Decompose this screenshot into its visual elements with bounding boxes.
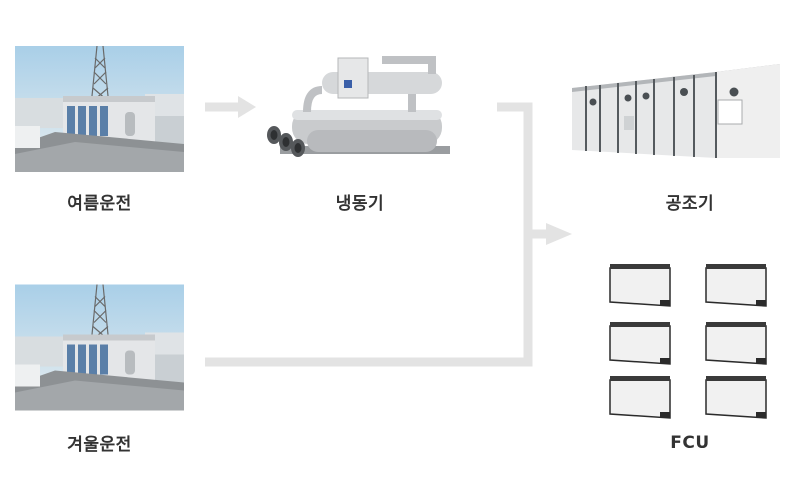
fcu-group [608,262,770,422]
summer-cooling-tower-photo [15,46,184,172]
chiller-image [262,50,458,168]
ahu-image [566,58,784,162]
arrow-winter-to-units [205,234,533,367]
summer-operation-label: 여름운전 [67,194,132,214]
air-handling-unit-icon [572,64,780,158]
arrow-chiller-to-units [497,102,548,239]
fan-coil-unit-icon [609,264,767,419]
chiller-icon [267,56,450,157]
winter-cooling-tower-photo [15,284,184,411]
winter-operation-label: 겨울운전 [67,435,132,455]
cooling-tower-photo-icon [15,46,184,172]
arrowhead-chiller [238,96,256,118]
arrowhead-units [546,223,572,245]
fcu-label: FCU [670,433,710,453]
ahu-label: 공조기 [665,194,715,214]
cooling-tower-photo-icon [15,284,184,411]
chiller-label: 냉동기 [335,194,385,214]
